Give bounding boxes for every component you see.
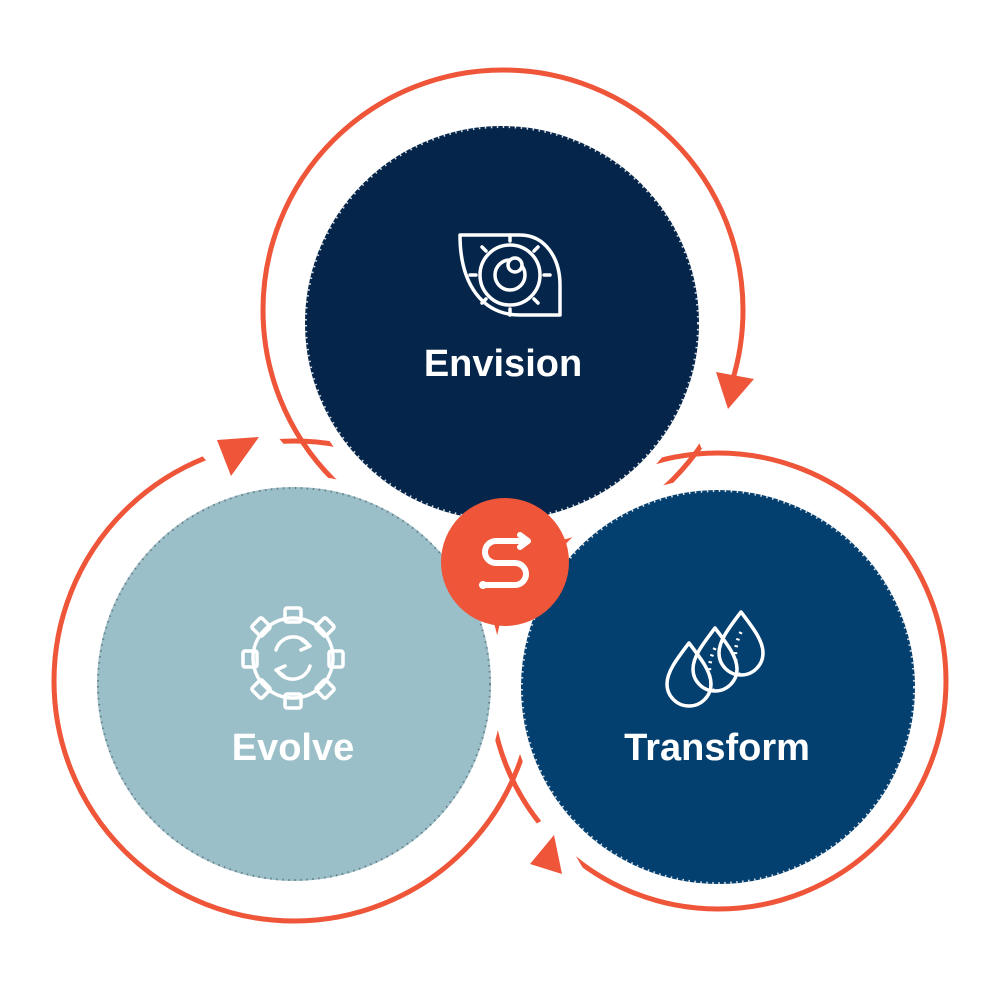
stage-evolve: [85, 475, 503, 893]
arrow-envision-to-transform: [716, 372, 754, 409]
stage-envision: [293, 114, 711, 532]
gear-refresh-icon: [241, 606, 345, 710]
stage-transform: [509, 478, 927, 896]
droplets-icon: [665, 610, 765, 708]
cycle-arrows: [217, 372, 754, 874]
label-evolve: Evolve: [232, 727, 355, 769]
circle-evolve: [85, 475, 503, 893]
arrow-evolve-to-envision: [217, 437, 259, 476]
eye-dial-icon: [458, 233, 562, 317]
logo-s-arrow-icon: [479, 532, 531, 589]
circle-envision: [293, 114, 711, 532]
center-logo: [441, 498, 569, 626]
label-transform: Transform: [624, 727, 810, 769]
arrow-transform-to-evolve: [530, 835, 562, 874]
circle-transform: [509, 478, 927, 896]
label-envision: Envision: [424, 343, 582, 385]
